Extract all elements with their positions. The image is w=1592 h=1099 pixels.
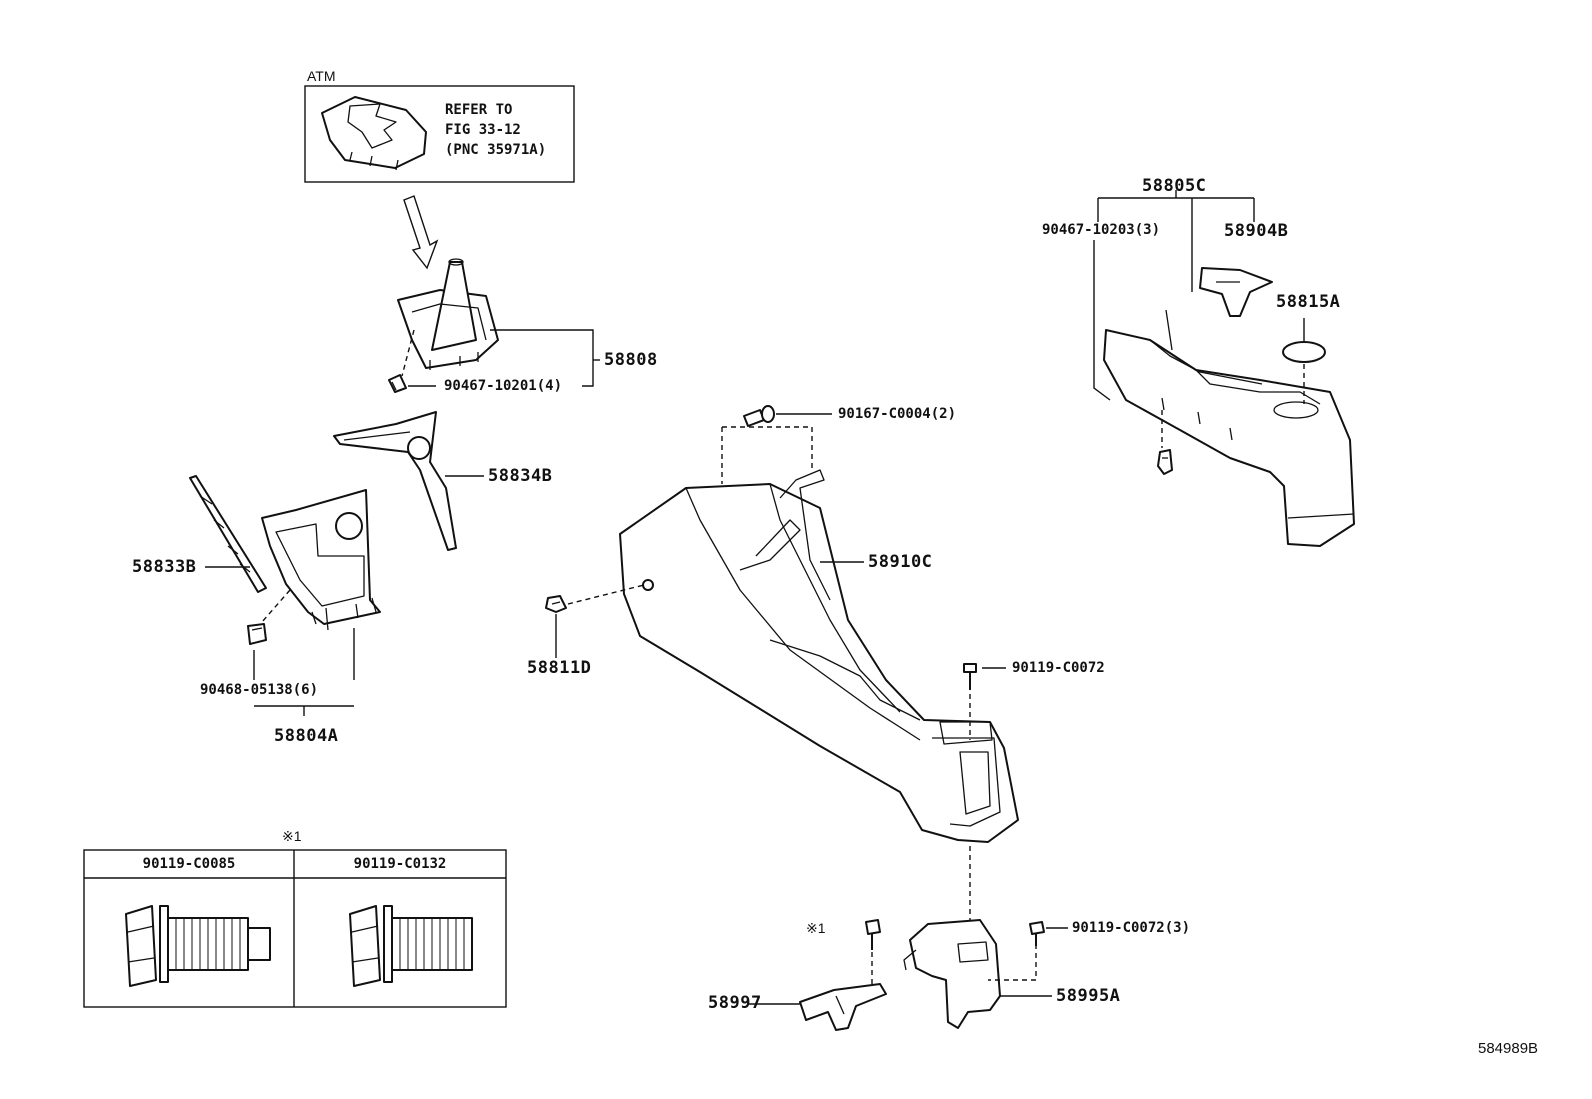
label-58995A[interactable]: 58995A xyxy=(1056,986,1121,1006)
label-58815A[interactable]: 58815A xyxy=(1276,292,1341,312)
label-58808[interactable]: 58808 xyxy=(604,350,658,370)
label-58904B[interactable]: 58904B xyxy=(1224,221,1289,241)
strip-58833B-drawing xyxy=(189,475,267,593)
panel-58834B-drawing xyxy=(333,411,457,551)
label-90467-10203[interactable]: 90467-10203(3) xyxy=(1042,222,1161,238)
shift-boot-drawing xyxy=(397,258,499,370)
label-58805C[interactable]: 58805C xyxy=(1142,176,1207,196)
label-90119-C0072[interactable]: 90119-C0072 xyxy=(1012,660,1105,676)
label-90167-C0004[interactable]: 90167-C0004(2) xyxy=(838,406,957,422)
atm-box xyxy=(304,85,575,183)
clip-90467-10203-drawing xyxy=(1157,449,1173,475)
bolt-table-col2[interactable]: 90119-C0132 xyxy=(353,856,447,872)
label-58997[interactable]: 58997 xyxy=(708,993,762,1013)
label-90119-C0072-3[interactable]: 90119-C0072(3) xyxy=(1072,920,1191,936)
label-58811D[interactable]: 58811D xyxy=(527,658,592,678)
atm-arrow xyxy=(403,195,439,270)
bolt-90119-C0085-drawing xyxy=(125,905,271,987)
bolt-90119-C0072-3-drawing xyxy=(1029,921,1045,946)
label-90467-10201[interactable]: 90467-10201(4) xyxy=(444,378,563,394)
atm-note-line2: FIG 33-12 xyxy=(445,122,521,138)
reference-mark-label: ※1 xyxy=(806,920,826,936)
bolt-90119-C0132-drawing xyxy=(349,905,473,987)
label-58910C[interactable]: 58910C xyxy=(868,552,933,572)
label-58834B[interactable]: 58834B xyxy=(488,466,553,486)
label-58804A[interactable]: 58804A xyxy=(274,726,339,746)
bolt-table xyxy=(83,849,507,1008)
clip-90467-10201-drawing xyxy=(388,374,407,393)
panel-58804A-drawing xyxy=(261,489,381,631)
atm-title: ATM xyxy=(307,68,336,84)
atm-note-line3: (PNC 35971A) xyxy=(445,142,547,158)
bolt-table-col1[interactable]: 90119-C0085 xyxy=(142,856,236,872)
label-90468-05138[interactable]: 90468-05138(6) xyxy=(200,682,319,698)
bracket-58997-drawing xyxy=(799,983,887,1031)
bolt-table-mark: ※1 xyxy=(282,828,302,844)
label-58833B[interactable]: 58833B xyxy=(132,557,197,577)
console-58910C-drawing xyxy=(619,469,1019,843)
tray-58904B-drawing xyxy=(1199,267,1273,317)
bolt-90167-C0004-drawing xyxy=(743,405,775,427)
bracket-58995A-drawing xyxy=(903,919,1001,1029)
bolt-90119-C0072-drawing xyxy=(963,663,977,690)
clip-90468-05138-drawing xyxy=(247,623,267,645)
armrest-58805C-drawing xyxy=(1103,309,1355,547)
bolt-ref1-drawing xyxy=(865,919,881,950)
clip-58811D-drawing xyxy=(545,595,567,613)
atm-shift-plate-drawing xyxy=(321,96,427,171)
diagram-id: 584989B xyxy=(1478,1040,1539,1057)
cap-58815A-drawing xyxy=(1282,341,1326,363)
atm-note-line1: REFER TO xyxy=(445,102,513,118)
